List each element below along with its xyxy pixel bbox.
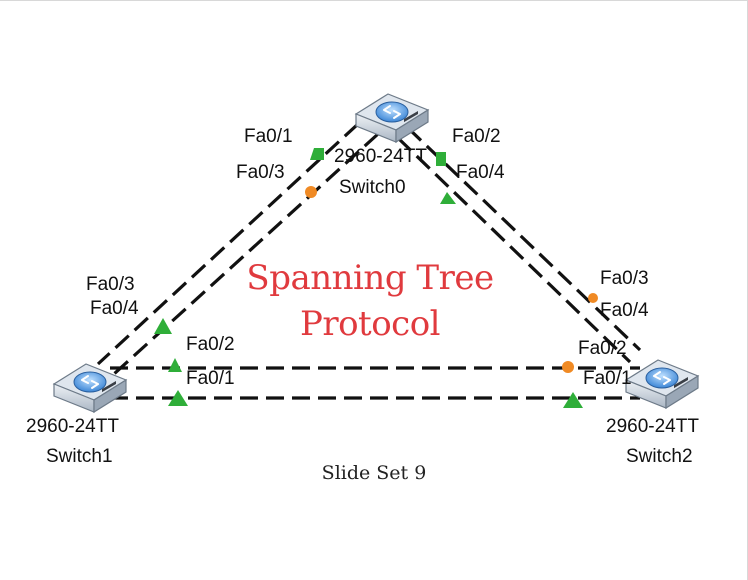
forwarding-marker	[440, 192, 456, 204]
slide-border-top	[0, 0, 748, 1]
port-label: Fa0/4	[90, 298, 139, 319]
port-label: Fa0/3	[600, 268, 649, 289]
port-markers	[154, 148, 598, 408]
switch2-model: 2960-24TT	[606, 416, 699, 437]
forwarding-marker	[168, 358, 182, 372]
blocking-marker	[588, 293, 598, 303]
forwarding-marker	[436, 152, 446, 166]
switch0-model: 2960-24TT	[334, 146, 427, 167]
port-label: Fa0/1	[583, 368, 632, 389]
title-line-1: Spanning Tree	[246, 258, 494, 298]
port-label: Fa0/2	[578, 338, 627, 359]
port-labels: Fa0/1 Fa0/3 Fa0/2 Fa0/4 Fa0/3 Fa0/4 Fa0/…	[86, 126, 649, 389]
port-label: Fa0/2	[452, 126, 501, 147]
link-s0fa02-s2fa03	[406, 126, 642, 352]
switch2-name: Switch2	[626, 446, 693, 467]
slide-subtitle: Slide Set 9	[321, 462, 427, 484]
port-label: Fa0/4	[600, 300, 649, 321]
slide-title: Spanning Tree Protocol	[190, 255, 550, 347]
blocking-marker	[305, 186, 317, 198]
forwarding-marker	[154, 318, 172, 334]
link-s0fa01-s1fa04	[96, 122, 360, 366]
port-label: Fa0/3	[236, 162, 285, 183]
forwarding-marker	[168, 390, 188, 406]
port-label: Fa0/2	[186, 334, 235, 355]
device-labels: 2960-24TT Switch0 2960-24TT Switch1 2960…	[26, 146, 699, 467]
link-s0fa04-s2fa04	[396, 136, 632, 364]
port-label: Fa0/4	[456, 162, 505, 183]
port-label: Fa0/1	[186, 368, 235, 389]
forwarding-marker	[310, 148, 324, 160]
port-label: Fa0/3	[86, 274, 135, 295]
switch1-model: 2960-24TT	[26, 416, 119, 437]
forwarding-marker	[563, 392, 583, 408]
switch1-name: Switch1	[46, 446, 113, 467]
blocking-marker	[562, 361, 574, 373]
title-line-2: Protocol	[299, 304, 441, 344]
switch0-name: Switch0	[339, 177, 406, 198]
port-label: Fa0/1	[244, 126, 293, 147]
